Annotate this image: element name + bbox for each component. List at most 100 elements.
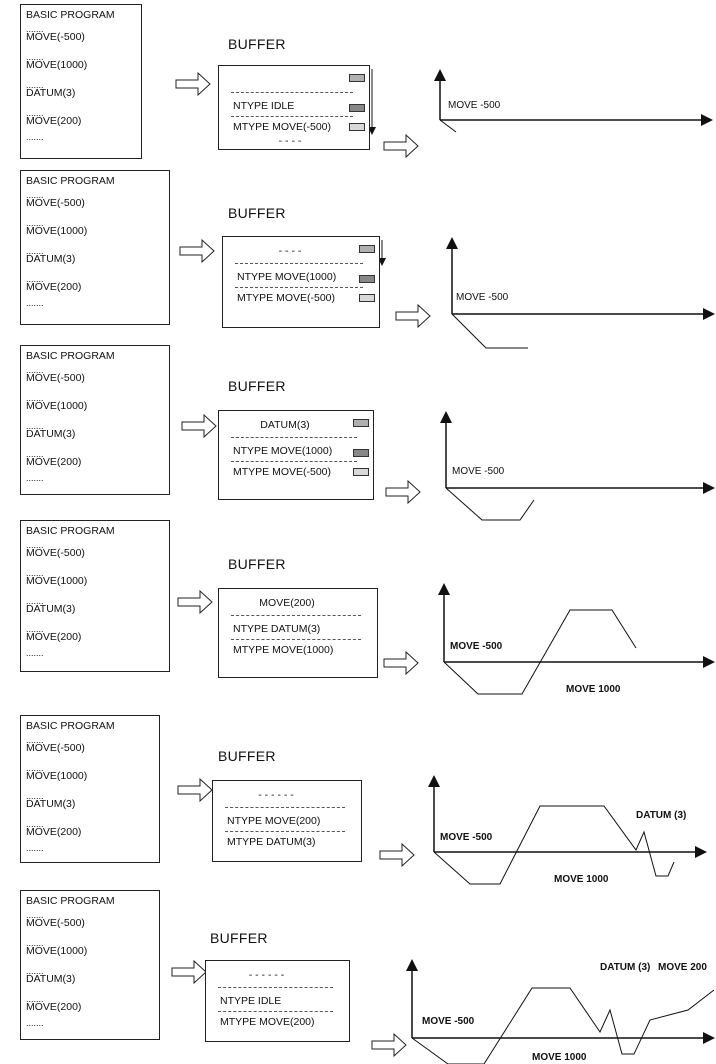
buffer-title: BUFFER: [218, 748, 276, 764]
buffer-next-move: MOVE(200): [259, 597, 315, 609]
buffer-title: BUFFER: [228, 205, 286, 221]
program-dots: .......: [26, 218, 44, 228]
buffer-slot: [349, 123, 365, 131]
motion-profile-graph: [434, 69, 713, 133]
buffer-divider: [231, 437, 357, 438]
program-dots: .......: [26, 24, 44, 34]
program-dots: .......: [26, 190, 44, 200]
program-dots: .......: [26, 843, 44, 853]
program-box: BASIC PROGRAM.......MOVE(-500).......MOV…: [20, 715, 160, 863]
program-dots: .......: [26, 108, 44, 118]
program-dots: .......: [26, 421, 44, 431]
program-box: BASIC PROGRAM.......MOVE(-500).......MOV…: [20, 4, 142, 159]
profile-label: MOVE -500: [448, 100, 501, 111]
buffer-ntype: NTYPE MOVE(1000): [237, 271, 337, 283]
profile-label: MOVE 1000: [566, 684, 621, 695]
buffer-title: BUFFER: [228, 556, 286, 572]
flow-arrow-to-buffer-shape: [179, 238, 215, 264]
program-line: MOVE(1000): [26, 400, 88, 412]
program-dots: .......: [26, 365, 44, 375]
flow-arrow-to-graph: [395, 303, 431, 329]
buffer-slot: [359, 275, 375, 283]
program-line: MOVE(200): [26, 1001, 82, 1013]
program-dots: .......: [26, 568, 44, 578]
flow-arrow-to-graph-shape: [371, 1032, 407, 1058]
program-line: MOVE(200): [26, 115, 82, 127]
profile-label: DATUM (3): [600, 962, 651, 973]
motion-profile-graph: [428, 775, 707, 885]
velocity-profile: [451, 313, 528, 349]
program-line: MOVE(1000): [26, 59, 88, 71]
program-line: DATUM(3): [26, 798, 76, 810]
program-dots: .......: [26, 819, 44, 829]
profile-label: MOVE 1000: [554, 874, 609, 885]
buffer-slot: [353, 419, 369, 427]
profile-label: MOVE 200: [658, 962, 707, 973]
flow-arrow-to-graph-shape: [385, 479, 421, 505]
velocity-profile: [445, 487, 535, 521]
program-line: MOVE(1000): [26, 945, 88, 957]
buffer-slot: [349, 104, 365, 112]
program-line: MOVE(200): [26, 281, 82, 293]
buffer-divider: [235, 263, 363, 264]
buffer-ntype: NTYPE MOVE(200): [227, 815, 321, 827]
program-title: BASIC PROGRAM: [26, 9, 115, 21]
flow-arrow-to-buffer: [181, 413, 217, 439]
buffer-title: BUFFER: [228, 36, 286, 52]
program-line: DATUM(3): [26, 603, 76, 615]
program-dots: .......: [26, 966, 44, 976]
program-line: DATUM(3): [26, 253, 76, 265]
program-dots: .......: [26, 52, 44, 62]
program-dots: .......: [26, 735, 44, 745]
motion-profile-graph: [446, 237, 715, 349]
profile-label: MOVE -500: [440, 832, 493, 843]
flow-arrow-to-graph-shape: [395, 303, 431, 329]
program-box: BASIC PROGRAM.......MOVE(-500).......MOV…: [20, 170, 170, 325]
flow-arrow-to-graph: [383, 133, 419, 159]
flow-arrow-to-buffer-shape: [177, 589, 213, 615]
profile-label: MOVE 1000: [532, 1052, 587, 1063]
flow-arrow-to-buffer: [179, 238, 215, 264]
buffer-box: DATUM(3)NTYPE MOVE(1000)MTYPE MOVE(-500): [218, 410, 374, 500]
program-line: MOVE(200): [26, 456, 82, 468]
buffer-divider: [218, 1011, 333, 1012]
buffer-next-move: DATUM(3): [260, 419, 310, 431]
buffer-slot: [349, 74, 365, 82]
profile-label: MOVE -500: [452, 466, 505, 477]
buffer-box: - - - - - -NTYPE MOVE(200)MTYPE DATUM(3): [212, 780, 362, 862]
program-dots: .......: [26, 791, 44, 801]
flow-arrow-to-buffer-shape: [175, 71, 211, 97]
buffer-divider: [231, 639, 361, 640]
program-box: BASIC PROGRAM.......MOVE(-500).......MOV…: [20, 345, 170, 495]
buffer-title: BUFFER: [210, 930, 268, 946]
buffer-slot: [359, 245, 375, 253]
buffer-ntype: NTYPE IDLE: [220, 995, 282, 1007]
buffer-ntype: NTYPE DATUM(3): [233, 623, 321, 635]
program-title: BASIC PROGRAM: [26, 895, 115, 907]
profile-label: MOVE -500: [456, 292, 509, 303]
buffer-box: MOVE(200)NTYPE DATUM(3)MTYPE MOVE(1000): [218, 588, 378, 678]
program-title: BASIC PROGRAM: [26, 350, 115, 362]
program-line: MOVE(1000): [26, 225, 88, 237]
motion-profile-graph: [440, 411, 715, 521]
buffer-mtype: MTYPE MOVE(-500): [233, 121, 332, 133]
flow-arrow-to-buffer: [171, 959, 207, 985]
motion-profile-graph: [438, 583, 715, 695]
buffer-divider: [231, 116, 353, 117]
profile-label: MOVE -500: [422, 1016, 475, 1027]
buffer-bottom: - - - -: [278, 135, 302, 147]
buffer-mtype: MTYPE MOVE(-500): [237, 292, 336, 304]
buffer-divider: [225, 831, 345, 832]
buffer-divider: [235, 287, 363, 288]
program-dots: .......: [26, 246, 44, 256]
flow-arrow-to-buffer-shape: [171, 959, 207, 985]
buffer-divider: [231, 461, 357, 462]
program-line: DATUM(3): [26, 428, 76, 440]
program-title: BASIC PROGRAM: [26, 525, 115, 537]
program-dots: .......: [26, 393, 44, 403]
profile-label: DATUM (3): [636, 810, 687, 821]
buffer-divider: [218, 987, 333, 988]
program-dots: .......: [26, 596, 44, 606]
buffer-slot: [353, 468, 369, 476]
